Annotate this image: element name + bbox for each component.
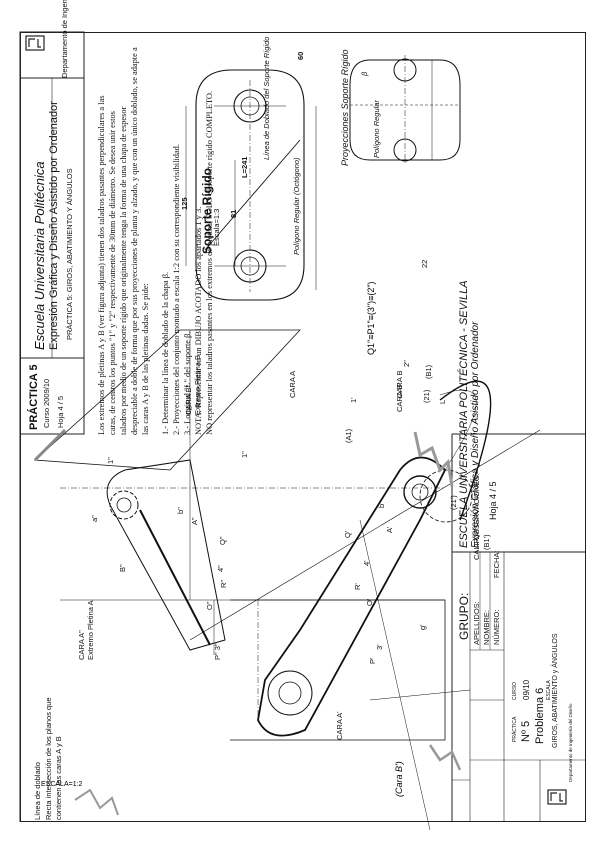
tb-numero: NÚMERO: (492, 609, 501, 645)
tb-problema: Problema 6 (534, 687, 546, 744)
hoja-label: Hoja 4 / 5 (56, 395, 65, 428)
equation-label: Q1"≡P1"≡(3")≡(2") (366, 281, 376, 355)
label-2pp: 2" (402, 360, 411, 367)
label-q: Q" (218, 536, 227, 546)
cara-a-doble-label: CARA A" (77, 630, 86, 660)
pletinas-assembly-drawing (33, 329, 541, 831)
cara-b-paren-label: (Cara B') (394, 761, 404, 797)
label-21p: (21') (449, 495, 458, 510)
label-a: A" (190, 517, 199, 525)
label-b-small: B" (118, 564, 127, 572)
tb-tema: GIROS, ABATIMIENTO y ÁNGULOS (552, 633, 559, 749)
recta-interseccion-2: contienen las caras A y B (54, 736, 63, 820)
tb-observaciones: OBSERVACIONES: (472, 473, 481, 540)
label-a-small: a" (90, 515, 99, 522)
label-1pp-b: 1" (240, 451, 249, 458)
escala-label: ESCALA=1:2 (41, 781, 83, 788)
title-block-lines (452, 551, 586, 822)
tb-grupo: GRUPO: (457, 592, 471, 640)
practica-label: PRÁCTICA 5 (28, 364, 40, 430)
statement-line: las caras A y B de las pletinas dadas. S… (141, 283, 151, 435)
tb-fecha: FECHA: (492, 550, 501, 578)
tb-practica-value: Nº 5 (520, 720, 532, 742)
label-21: (21) (422, 389, 431, 403)
cara-b-doble-label: CARA B" (184, 384, 193, 415)
task-line: 3.- Longitud "L" del soporte β. (183, 331, 193, 435)
curso-label: Curso 2009/10 (42, 378, 51, 428)
cara-b-prime-label: CARA B' (395, 383, 404, 412)
tb-practica-label: PRÁCTICA (512, 716, 518, 742)
statement-block: Los extremos de pletinas A y B (ver figu… (96, 47, 151, 435)
label-b1: (B1) (424, 364, 433, 379)
label-1: 1' (349, 397, 358, 403)
proyecciones-soporte-drawing (349, 55, 461, 165)
cara-a-label: CARA A (288, 370, 297, 398)
poligono2-label: Polígono Regular (372, 100, 381, 158)
practice-subtitle: PRÁCTICA 5: GIROS, ABATIMIENTO Y ÁNGULOS (65, 168, 74, 340)
dim-60-label: 60 (296, 51, 305, 60)
statement-line: taladros por medio de un soporte rígido … (119, 106, 129, 435)
tb-nombre: NOMBRE: (482, 609, 491, 645)
soporte-rigido-drawing (185, 69, 317, 301)
label-b1p: (B1') (482, 534, 491, 550)
dept-name: Departamento de Ingeniería del Diseño (60, 0, 69, 78)
tb-dept: Departamento de Ingeniería del Diseño (568, 703, 573, 782)
label-rp: R' (353, 583, 362, 590)
label-4p: 4' (362, 560, 371, 566)
task-line: 1.- Determinar la línea de doblado de la… (161, 271, 170, 435)
cara-a-prime-label: CARA A' (335, 711, 344, 740)
proyecciones-label: Proyecciones Soporte Rígido (340, 49, 350, 166)
poligono-label: Polígono Regular (Octógono) (292, 157, 301, 255)
tb-hoja: Hoja 4 / 5 (488, 481, 498, 520)
beta-label: β (360, 71, 369, 76)
label-l: L (438, 399, 447, 404)
tb-school: ESCUELA UNIVERSITARIA POLITÉCNICA - SEVI… (458, 280, 470, 548)
label-a1: (A1) (344, 428, 353, 443)
task-line: 2.- Proyecciones del conjunto montado a … (172, 144, 182, 435)
label-22: 22 (420, 259, 429, 268)
label-ap: A' (385, 526, 394, 533)
extremo-pletina-a-label: Extremo Pletina A (86, 600, 95, 660)
label-b: b" (176, 507, 185, 514)
course-title: Expresión Gráfica y Diseño Asistido por … (48, 101, 60, 350)
dept-logo-icon (547, 789, 567, 805)
linea-doblado-label: Línea de doblado (33, 762, 42, 820)
tb-curso-label: CURSO (512, 681, 518, 700)
label-op: O' (365, 598, 374, 606)
linea-doblado-soporte-label: Línea de Doblado del Soporte Rígido (262, 36, 271, 160)
label-o: O" (205, 601, 214, 611)
school-title: Escuela Universitaria Politécnica (32, 161, 47, 350)
dim-125-label: 125 (180, 197, 189, 210)
dim-l-label: L=241 (240, 156, 249, 178)
label-3p: 3' (375, 644, 384, 650)
label-gp: g' (418, 624, 427, 630)
label-bp: b' (377, 502, 386, 508)
statement-line: Los extremos de pletinas A y B (ver figu… (97, 95, 106, 435)
label-p3: P" 3" (213, 643, 222, 660)
label-pp: P' (368, 657, 377, 664)
extremo-pletina-b-label: Extremo Pletina B (193, 354, 202, 415)
tb-curso-value: 09/10 (522, 679, 531, 700)
label-4: 4" (216, 565, 225, 572)
tasks-block: 1.- Determinar la línea de doblado de la… (160, 91, 215, 435)
statement-line: despreciable a doble de forma que por su… (130, 47, 140, 435)
tb-apellidos: APELLIDOS: (472, 601, 481, 645)
statement-line: caras, de centros los puntos "1" y "2" r… (108, 111, 118, 435)
dept-logo-icon (25, 35, 45, 51)
soporte-escala: Escala=1:3 (212, 208, 221, 246)
label-qp: Q' (343, 530, 352, 538)
dim-81-label: 81 (229, 209, 238, 218)
task-line: NO representar los taladros pasantes en … (205, 90, 215, 435)
recta-interseccion-1: Recta intersección de los planos que (44, 697, 53, 820)
label-1pp: 1" (106, 457, 115, 464)
label-r: R" (219, 579, 228, 588)
